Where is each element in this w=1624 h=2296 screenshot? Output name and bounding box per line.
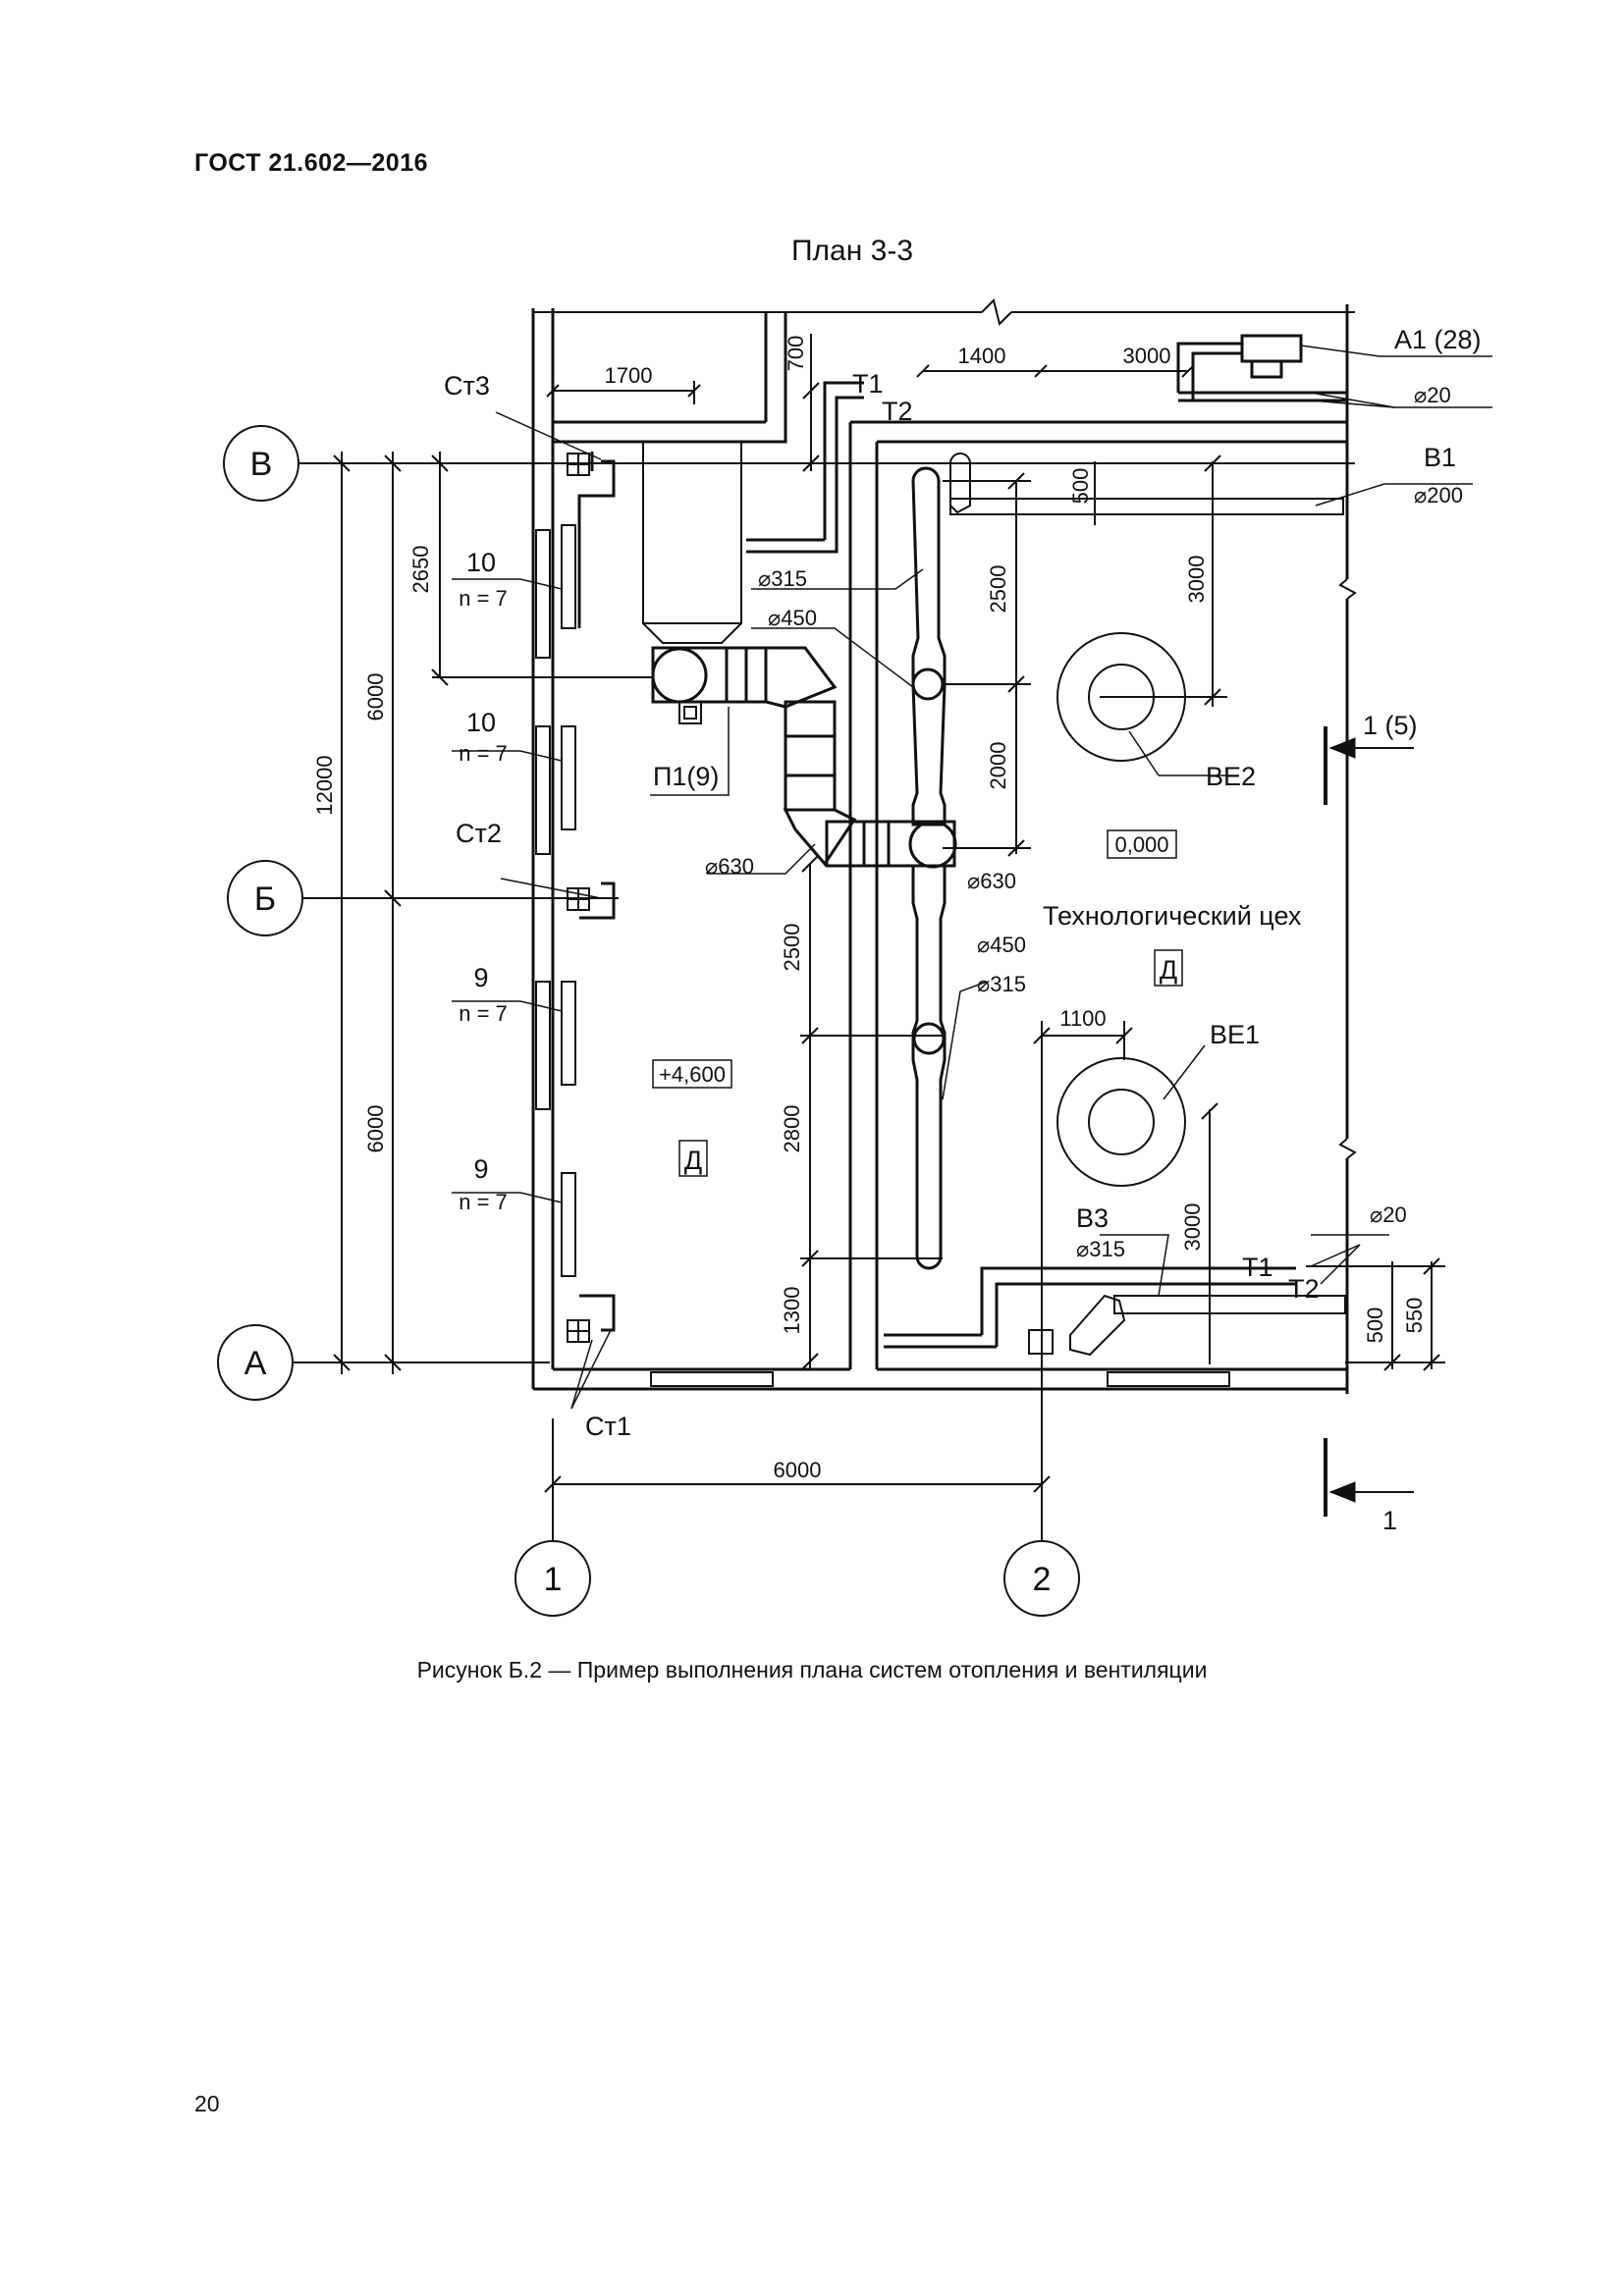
dim-700: 700 [784, 336, 808, 372]
dimension-lines [333, 334, 1445, 1493]
dim-550: 550 [1402, 1298, 1427, 1334]
label-dia630-b: ⌀630 [967, 869, 1016, 893]
dim-3000-top: 3000 [1123, 344, 1171, 368]
dim-1100: 1100 [1059, 1006, 1106, 1031]
exhaust-fans [1056, 632, 1186, 1187]
figure-caption: Рисунок Б.2 — Пример выполнения плана си… [416, 1657, 1208, 1682]
label-level-0: 0,000 [1114, 832, 1168, 857]
dim-1700: 1700 [605, 363, 653, 388]
riser-symbols [567, 453, 1054, 1355]
axis-label-a: А [244, 1345, 267, 1382]
label-dia315-a: ⌀315 [758, 566, 807, 591]
label-b1: В1 [1424, 443, 1456, 472]
label-radiator-10-b: 10 [466, 708, 496, 737]
dim-2800: 2800 [780, 1105, 804, 1153]
label-dia315-c: ⌀315 [1076, 1237, 1125, 1261]
label-st3: Ст3 [444, 371, 490, 400]
label-radiator-9-b: 9 [473, 1154, 488, 1184]
label-t1-bottom: Т1 [1242, 1253, 1273, 1282]
dim-1400: 1400 [958, 344, 1006, 368]
dim-2650: 2650 [408, 546, 433, 594]
dim-3000-lower: 3000 [1180, 1203, 1205, 1252]
label-radiator-10-a-n: n = 7 [459, 586, 508, 611]
label-t2-top: Т2 [882, 397, 913, 426]
label-dia315-b: ⌀315 [977, 972, 1026, 996]
label-ve2: ВЕ2 [1206, 762, 1256, 791]
label-radiator-10-b-n: n = 7 [459, 741, 508, 766]
label-st1: Ст1 [585, 1412, 631, 1441]
label-dia630-a: ⌀630 [705, 854, 754, 879]
dim-6000-upper: 6000 [363, 673, 388, 721]
dim-6000-lower: 6000 [363, 1105, 388, 1153]
dim-2000: 2000 [986, 742, 1010, 790]
label-dia450-b: ⌀450 [977, 933, 1026, 957]
axis-label-v: В [250, 446, 273, 483]
ductwork [642, 441, 1346, 1357]
label-level-4600: +4,600 [659, 1062, 726, 1087]
page-number: 20 [194, 2091, 220, 2116]
label-radiator-9-b-n: n = 7 [459, 1190, 508, 1214]
leader-lines [452, 345, 1492, 1410]
axis-label-1: 1 [544, 1561, 563, 1598]
label-category-d-left: Д [684, 1146, 702, 1175]
building-walls [531, 298, 1357, 1394]
label-dia20-top: ⌀20 [1414, 383, 1451, 407]
label-p1: П1(9) [653, 762, 719, 791]
label-section-top: 1 (5) [1363, 711, 1418, 740]
dim-1300: 1300 [780, 1287, 804, 1335]
label-room-name: Технологический цех [1043, 901, 1302, 931]
label-t1-top: Т1 [852, 369, 884, 399]
label-a1: А1 (28) [1394, 325, 1482, 354]
dim-6000-bottom: 6000 [774, 1458, 822, 1482]
document-header: ГОСТ 21.602—2016 [194, 149, 429, 177]
label-ve1: ВЕ1 [1210, 1020, 1260, 1049]
dim-2500-upper: 2500 [986, 565, 1010, 614]
axis-label-2: 2 [1033, 1561, 1052, 1598]
label-t2-bottom: Т2 [1288, 1274, 1320, 1304]
heating-pipes [561, 334, 1347, 1349]
label-radiator-9-a: 9 [473, 963, 488, 992]
label-dia20-bottom: ⌀20 [1370, 1202, 1407, 1227]
label-section-bottom: 1 [1382, 1506, 1397, 1535]
section-marks [1324, 726, 1414, 1517]
label-dia450-a: ⌀450 [768, 606, 817, 630]
dim-12000: 12000 [312, 755, 337, 815]
label-radiator-10-a: 10 [466, 548, 496, 577]
label-dia200: ⌀200 [1414, 483, 1463, 507]
label-st2: Ст2 [456, 819, 502, 848]
grid-axes [217, 425, 1355, 1617]
dim-2500-lower: 2500 [780, 924, 804, 972]
dim-3000-right: 3000 [1184, 556, 1209, 604]
dim-500-top: 500 [1068, 468, 1093, 505]
drawing-title: План 3-3 [791, 235, 913, 267]
label-radiator-9-a-n: n = 7 [459, 1001, 508, 1026]
dim-500-bottom: 500 [1363, 1308, 1387, 1344]
label-b3: В3 [1076, 1203, 1109, 1233]
axis-label-b: Б [254, 881, 276, 918]
label-category-d-right: Д [1160, 955, 1177, 985]
